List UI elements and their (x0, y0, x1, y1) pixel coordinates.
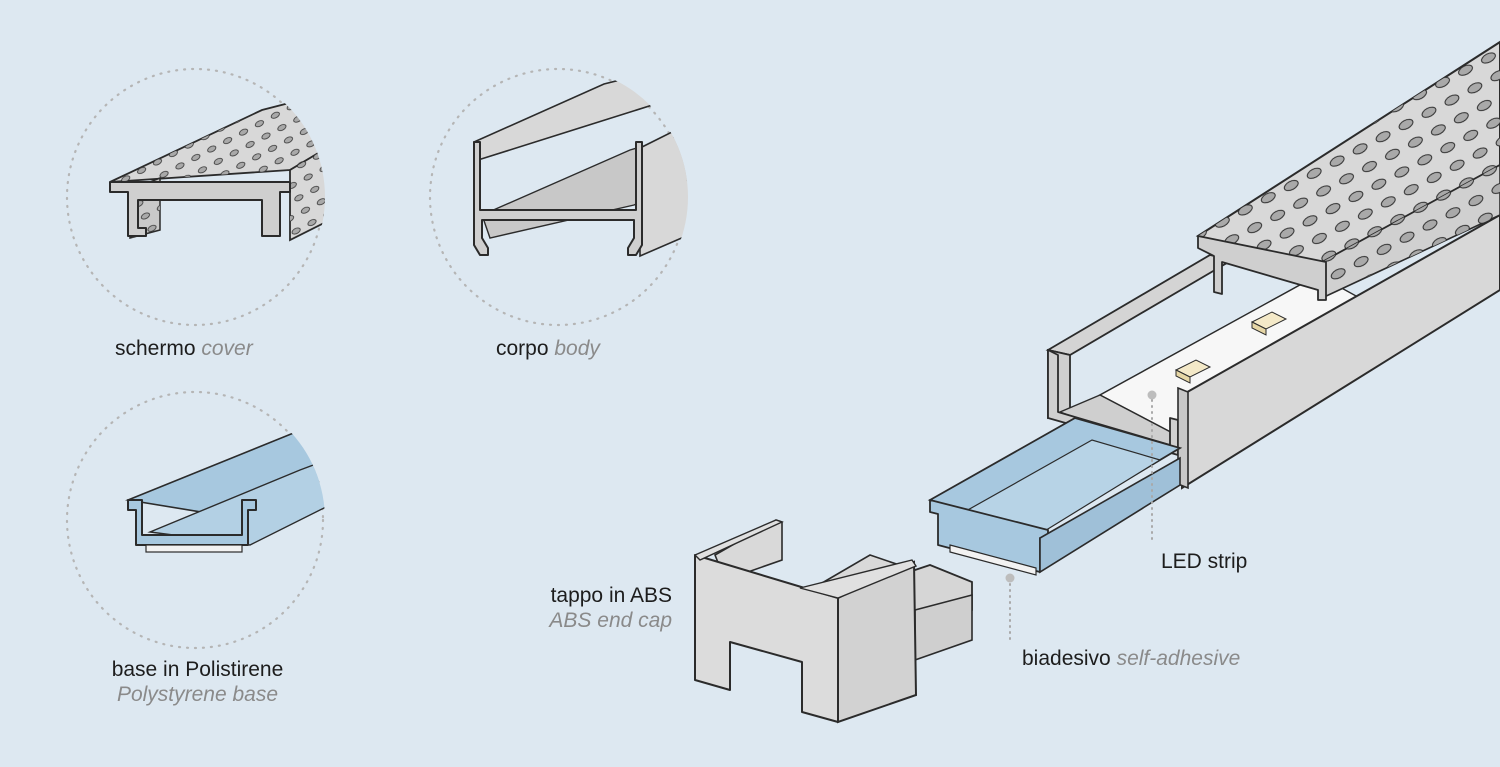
cover-label-primary: schermo (115, 337, 196, 360)
led-chip (1250, 311, 1288, 336)
cover-label: schermo cover (115, 336, 253, 361)
assembled-profile (1045, 40, 1500, 490)
base-detail-ring (65, 390, 325, 650)
led-strip-label: LED strip (1161, 549, 1247, 574)
adhesive-label-primary: biadesivo (1022, 647, 1111, 670)
abs-end-cap (693, 519, 973, 724)
base-label: base in Polistirene Polystyrene base (95, 657, 300, 707)
body-detail (428, 67, 688, 327)
body-label-secondary: body (554, 337, 600, 360)
base-insert (927, 417, 1183, 576)
led-chip (1174, 359, 1212, 384)
body-label-primary: corpo (496, 337, 549, 360)
adhesive-label: biadesivo self-adhesive (1022, 646, 1240, 671)
base-label-primary: base in Polistirene (111, 658, 284, 681)
base-detail (65, 390, 325, 650)
adhesive-label-secondary: self-adhesive (1116, 647, 1241, 670)
end-cap-label-secondary: ABS end cap (549, 609, 672, 632)
cover-label-secondary: cover (201, 337, 253, 360)
cover-detail (65, 67, 325, 327)
adhesive-leader-dot (1005, 573, 1015, 583)
end-cap-label-primary: tappo in ABS (550, 584, 672, 607)
base-label-secondary: Polystyrene base (116, 683, 279, 706)
end-cap-label: tappo in ABS ABS end cap (520, 583, 672, 633)
body-label: corpo body (496, 336, 600, 361)
led-strip-label-primary: LED strip (1161, 550, 1248, 573)
